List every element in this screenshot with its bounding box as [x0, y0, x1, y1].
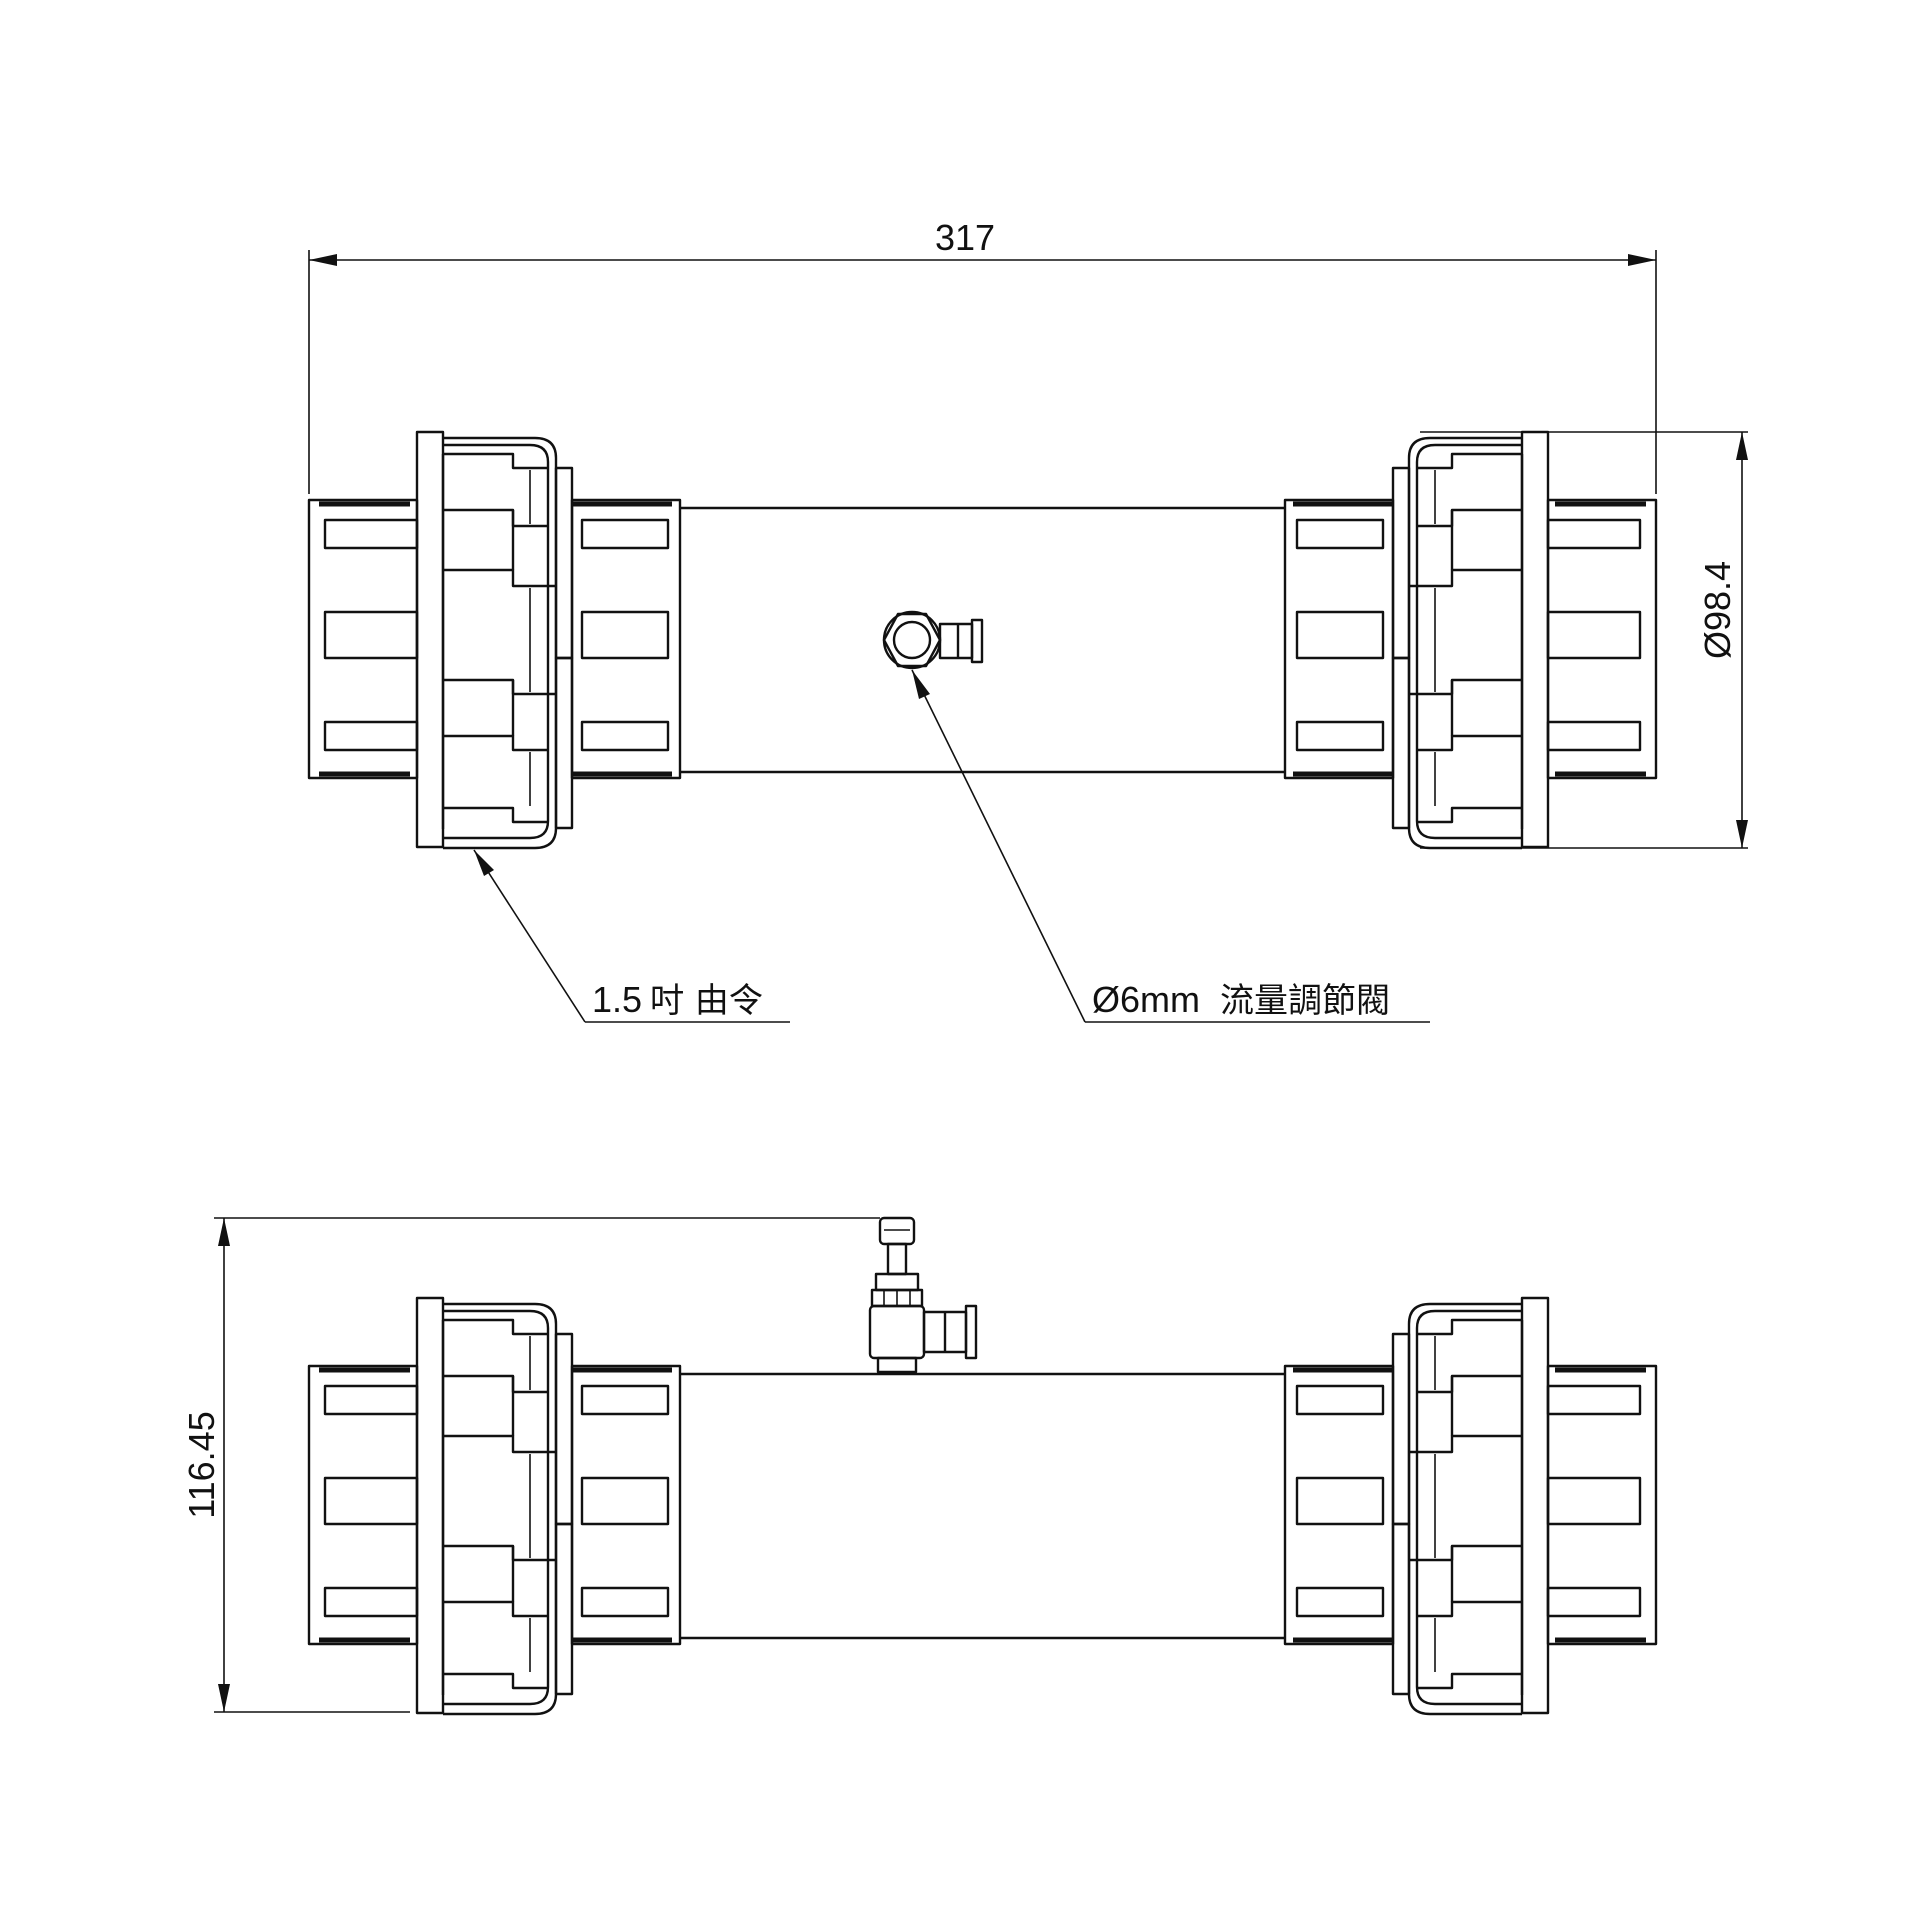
length-label: 317: [935, 217, 995, 258]
diameter-label: Ø98.4: [1697, 561, 1738, 659]
valve-side-view: [868, 1216, 978, 1374]
left-union-coupling-side: [309, 1298, 680, 1714]
dimension-length: 317: [308, 217, 1657, 494]
right-union-coupling-side: [1285, 1298, 1656, 1714]
union-size: 1.5: [592, 979, 642, 1020]
side-view: 116.45: [181, 1216, 1656, 1714]
union-name: 吋 由令: [650, 981, 763, 1021]
valve-name: 流量調節閥: [1220, 981, 1390, 1021]
callout-valve-label: Ø6mm 流量調節閥: [1092, 979, 1390, 1021]
right-union-coupling: [1285, 432, 1656, 848]
valve-size: Ø6mm: [1092, 979, 1200, 1020]
valve-top-view: [882, 610, 984, 670]
dimension-height: 116.45: [181, 1217, 880, 1713]
height-label: 116.45: [181, 1411, 222, 1518]
dimension-diameter: Ø98.4: [1420, 431, 1748, 849]
left-union-coupling: [309, 432, 680, 848]
callout-valve: Ø6mm 流量調節閥: [911, 669, 1430, 1023]
